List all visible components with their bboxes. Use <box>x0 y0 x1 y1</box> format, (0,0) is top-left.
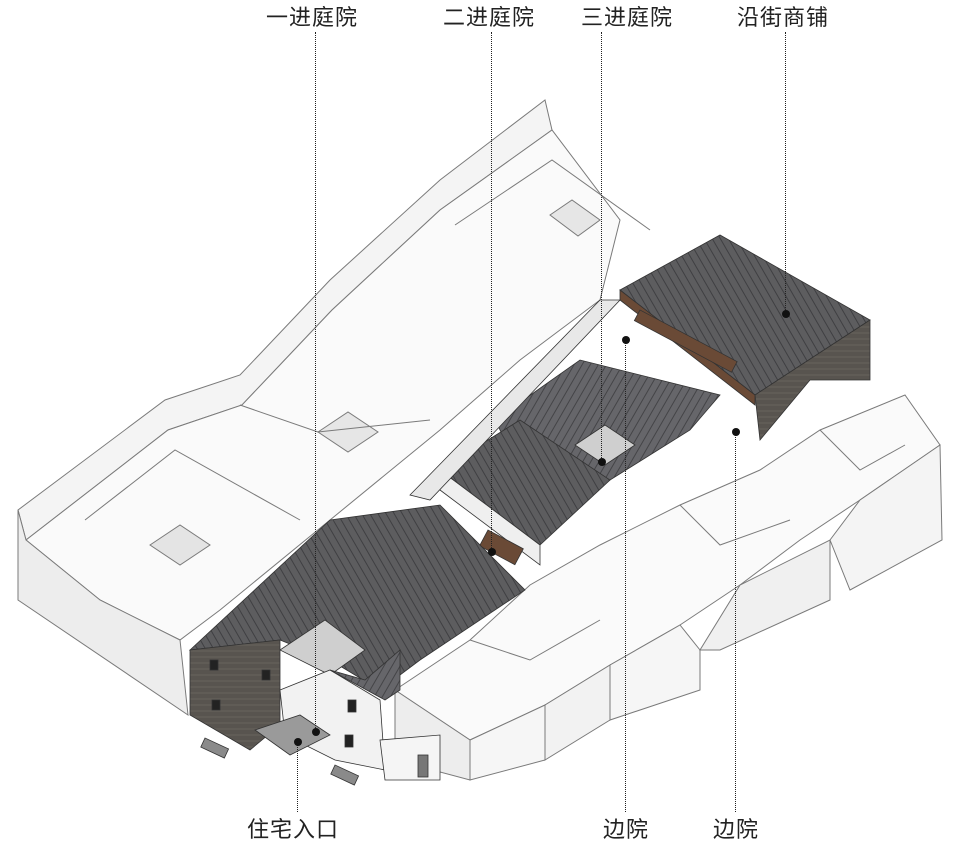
marker-courtyard-1 <box>312 728 320 736</box>
label-side-yard-1: 边院 <box>603 818 650 843</box>
leader-line-courtyard-3 <box>601 32 602 462</box>
leader-line-courtyard-2 <box>491 32 492 552</box>
leader-line-side-yard-2 <box>735 432 736 812</box>
leader-line-courtyard-1 <box>315 32 316 732</box>
front-block <box>188 504 526 786</box>
marker-entrance <box>294 738 302 746</box>
label-courtyard-1: 一进庭院 <box>266 6 359 31</box>
marker-side-yard-2 <box>732 428 740 436</box>
inner-blocks <box>409 299 721 566</box>
label-courtyard-3: 三进庭院 <box>581 6 674 31</box>
marker-street-shops <box>782 310 790 318</box>
street-shop-block <box>619 234 871 441</box>
neighbour-block-left <box>17 99 651 717</box>
label-courtyard-2: 二进庭院 <box>443 6 536 31</box>
leader-line-street-shops <box>785 32 786 314</box>
marker-courtyard-2 <box>488 548 496 556</box>
label-street-shops: 沿街商铺 <box>737 6 830 31</box>
leader-line-side-yard-1 <box>625 340 626 812</box>
marker-courtyard-3 <box>598 458 606 466</box>
label-side-yard-2: 边院 <box>713 818 760 843</box>
label-residence-entrance: 住宅入口 <box>247 818 340 843</box>
neighbour-block-right <box>394 394 943 781</box>
marker-side-yard-1 <box>622 336 630 344</box>
leader-line-entrance <box>297 742 298 812</box>
